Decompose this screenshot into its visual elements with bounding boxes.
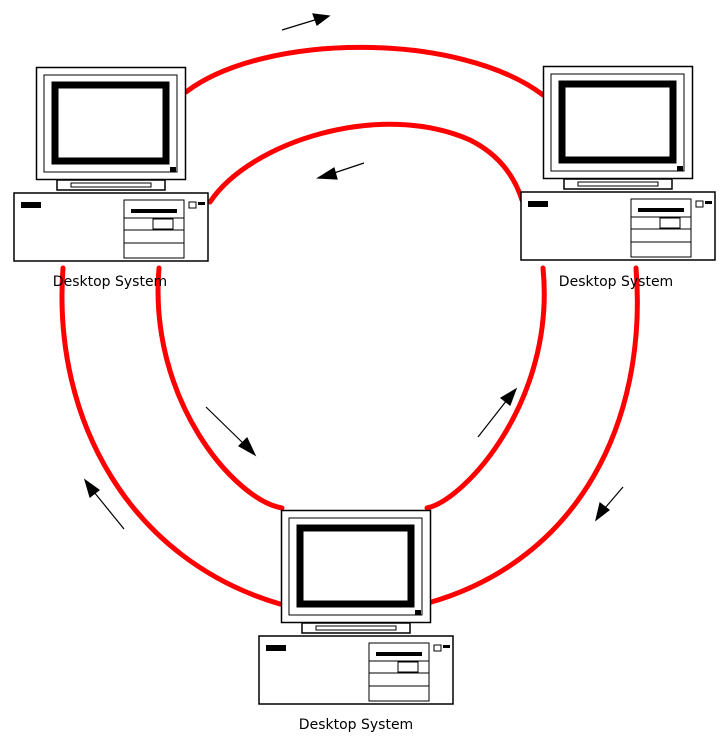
desktop-computer-icon (259, 511, 453, 705)
inner-ring-right-arc (424, 265, 547, 511)
desktop-system-left: Desktop System (14, 68, 208, 290)
outer-ring-right-arc (425, 265, 640, 606)
arrows (83, 13, 624, 530)
node-label: Desktop System (299, 717, 413, 733)
outer-ring (59, 44, 640, 607)
arrow-outer-left-up-icon (83, 478, 125, 530)
inner-ring (155, 121, 547, 511)
arrow-inner-top-counterclockwise-icon (316, 162, 365, 180)
outer-ring-top-arc (183, 44, 546, 98)
arrow-inner-left-down-icon (205, 406, 257, 457)
desktop-system-bottom: Desktop System (259, 511, 453, 733)
desktop-computer-icon (521, 67, 715, 261)
inner-ring-left-arc (155, 265, 285, 511)
arrow-top-clockwise-icon (281, 13, 331, 31)
arrow-inner-right-up-icon (477, 387, 518, 438)
desktop-system-right: Desktop System (521, 67, 715, 290)
inner-ring-top-arc (207, 121, 525, 205)
desktop-computer-icon (14, 68, 208, 262)
outer-ring-left-arc (59, 265, 283, 607)
node-label: Desktop System (559, 274, 673, 290)
node-label: Desktop System (53, 274, 167, 290)
arrow-outer-right-down-icon (595, 486, 624, 522)
